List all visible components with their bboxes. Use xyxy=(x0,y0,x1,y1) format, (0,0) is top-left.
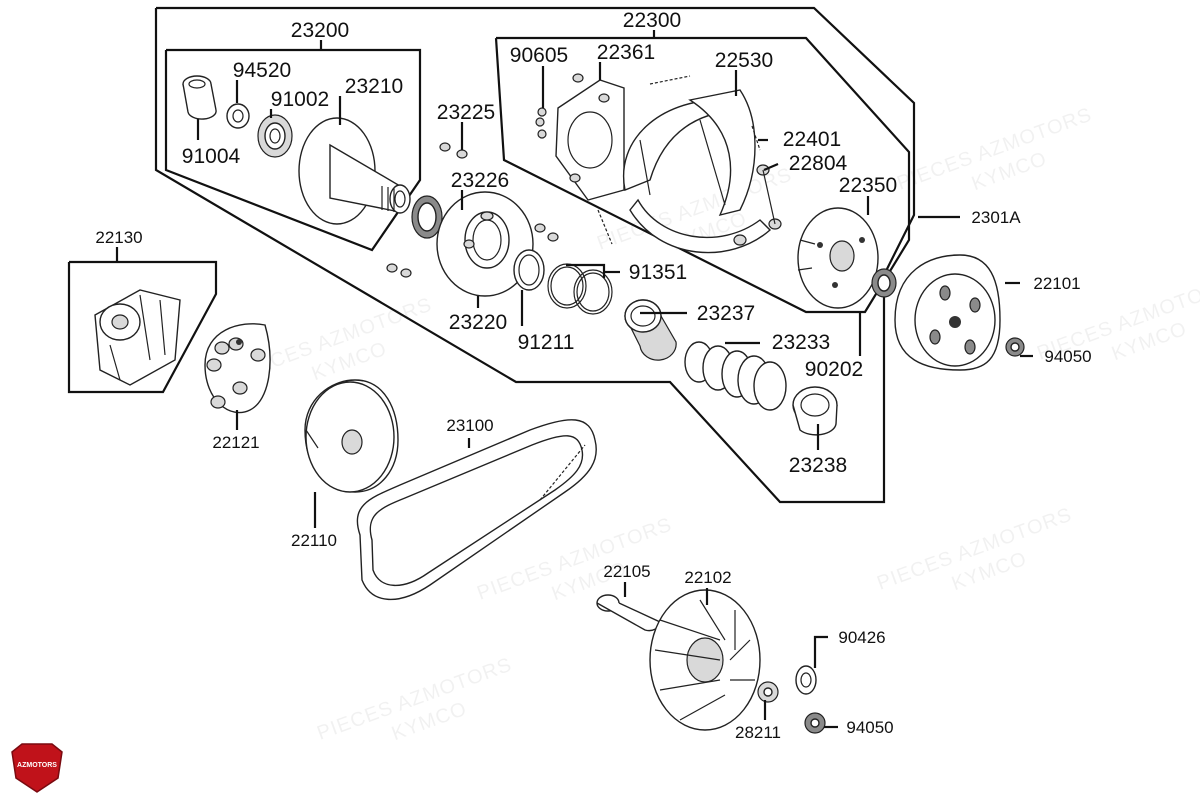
azmotors-logo: AZMOTORS xyxy=(11,743,63,793)
label-22105: 22105 xyxy=(603,562,650,581)
label-22121: 22121 xyxy=(212,433,259,452)
sliding-sheave-23220-part xyxy=(436,191,534,297)
label-23238: 23238 xyxy=(789,454,847,477)
collar-22105-part xyxy=(596,594,661,632)
bush-91004-part xyxy=(182,75,217,120)
parts-drawings xyxy=(94,73,1025,734)
plate-22361-part xyxy=(555,79,625,201)
label-91002: 91002 xyxy=(271,88,329,111)
label-91211: 91211 xyxy=(518,331,575,354)
label-94520: 94520 xyxy=(233,59,291,82)
label-22401: 22401 xyxy=(783,128,841,151)
label-23210: 23210 xyxy=(345,75,403,98)
label-22804: 22804 xyxy=(789,152,848,175)
label-94050-bottom: 94050 xyxy=(846,718,893,737)
outline-23200 xyxy=(164,48,422,252)
clutch-plate-22350-part xyxy=(797,207,879,309)
outline-2301a xyxy=(154,6,916,504)
label-23237: 23237 xyxy=(697,302,755,325)
nut-22804-part xyxy=(733,164,782,246)
label-23100: 23100 xyxy=(446,416,493,435)
label-23200: 23200 xyxy=(291,19,349,42)
label-23220: 23220 xyxy=(449,311,507,334)
label-22361: 22361 xyxy=(597,41,655,64)
label-23226: 23226 xyxy=(451,169,509,192)
nut-94050-bottom-part xyxy=(804,712,826,734)
seal-part xyxy=(411,195,443,239)
label-22101: 22101 xyxy=(1033,274,1080,293)
label-91004: 91004 xyxy=(182,145,241,168)
logo-text: AZMOTORS xyxy=(17,762,57,769)
label-22110: 22110 xyxy=(291,531,337,550)
oring-91351-part xyxy=(547,263,613,315)
spring-23233-part xyxy=(684,341,787,411)
label-90202: 90202 xyxy=(805,358,863,381)
label-91351: 91351 xyxy=(629,261,687,284)
label-28211: 28211 xyxy=(735,723,781,742)
nut-94050-top-part xyxy=(1005,337,1025,357)
label-22530: 22530 xyxy=(715,49,773,72)
drive-pulley-22110-part xyxy=(304,379,399,493)
leader-lines xyxy=(115,30,1033,729)
oring-91211-part xyxy=(513,249,545,291)
seal-91002-part xyxy=(257,114,293,158)
clutch-bell-22101-part xyxy=(894,254,1001,371)
label-22130: 22130 xyxy=(95,228,142,247)
driven-plate-23210-part xyxy=(298,117,411,225)
ratchet-28211-part xyxy=(757,681,779,703)
part-labels: 23200 94520 91002 23210 91004 23225 2322… xyxy=(95,9,1091,742)
label-22102: 22102 xyxy=(684,568,731,587)
rollers-22121-part xyxy=(204,323,271,414)
seal-90202-part xyxy=(871,268,897,298)
label-2301a: 2301A xyxy=(971,208,1021,227)
label-23225: 23225 xyxy=(437,101,495,124)
rivet-90605-part xyxy=(535,73,584,139)
label-90605: 90605 xyxy=(510,44,568,67)
fan-drive-22102-part xyxy=(649,589,761,731)
label-23233: 23233 xyxy=(772,331,830,354)
washer-90426-part xyxy=(795,665,817,695)
label-22300: 22300 xyxy=(623,9,681,32)
shield-icon xyxy=(11,743,63,793)
spring-seat-23238-part xyxy=(792,386,838,436)
pin-23225-part xyxy=(386,142,559,278)
belt-23100-part xyxy=(356,419,597,601)
washer-94520-part xyxy=(226,103,250,129)
spring-22401-part xyxy=(751,125,761,151)
label-94050-top: 94050 xyxy=(1044,347,1091,366)
label-22350: 22350 xyxy=(839,174,897,197)
label-90426: 90426 xyxy=(838,628,885,647)
drive-face-22130-part xyxy=(94,289,181,386)
collar-23237-part xyxy=(624,299,677,361)
outline-22130 xyxy=(67,260,218,394)
